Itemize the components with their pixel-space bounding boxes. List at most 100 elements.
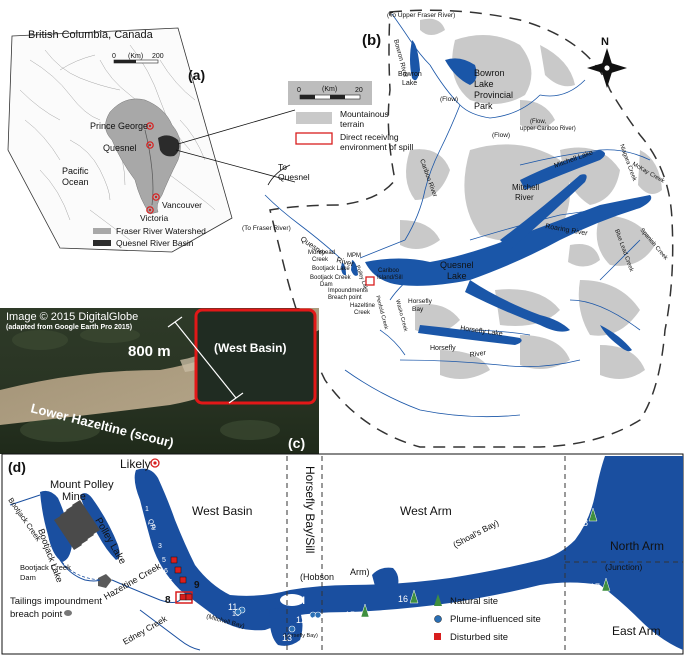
svg-text:7: 7 [168, 579, 172, 586]
quesnel-marker [146, 141, 154, 149]
panel-b-legend: 0 (Km) 20 Mountainous terrain Direct rec… [288, 81, 413, 152]
label-flow-3-l1: (Flow, [530, 119, 546, 125]
panel-b: 0 (Km) 20 Mountainous terrain Direct rec… [242, 9, 674, 448]
vancouver-marker [152, 193, 160, 201]
label-cariboo-island-l2: Island/Sill [377, 275, 403, 281]
label-bootjack-dam-l1: Bootjack Creek [310, 275, 352, 281]
pointer-line-lower [175, 149, 296, 183]
label-hazeltine-l1: Hazeltine [350, 303, 376, 309]
tailings-label-l1: Tailings impoundment [10, 596, 102, 607]
west-basin-box [194, 308, 317, 405]
label-cariboo-island-l1: Cariboo [378, 268, 400, 274]
legend-disturbed: Disturbed site [450, 632, 508, 643]
vancouver-label: Vancouver [162, 200, 202, 210]
svg-text:1: 1 [145, 506, 149, 513]
legend-label-basin: Quesnel River Basin [116, 238, 194, 248]
horsefly-sill-label: Horsefly Bay/Sill [303, 466, 317, 553]
quesnel-label: Quesnel [103, 143, 137, 153]
label-quesnel-lake-l2: Lake [447, 271, 467, 281]
legend-mountain-swatch [296, 112, 332, 124]
basin-boundary [269, 9, 674, 448]
north-arrow: N [587, 36, 627, 88]
panel-a-letter: (a) [188, 67, 205, 83]
label-park-l3: Provincial [474, 90, 513, 100]
label-park-l2: Lake [474, 79, 494, 89]
site-6: 6 [164, 566, 182, 575]
svg-text:8: 8 [165, 595, 171, 606]
panel-b-letter: (b) [362, 32, 381, 49]
legend-swatch-watershed [93, 228, 111, 234]
panel-a: British Columbia, Canada 0 (Km) 200 (a) … [7, 27, 296, 253]
bootjack-lake-shape [40, 490, 72, 562]
label-mitchell-river-l1: Mitchell [512, 183, 539, 192]
label-flow-2: (Flow) [492, 132, 510, 139]
north-arm-label: North Arm [610, 539, 664, 553]
label-bootjack-dam-l2: Dam [320, 282, 333, 288]
svg-text:13: 13 [282, 633, 292, 643]
label-bootjack-lake-b: Bootjack Lake [312, 266, 350, 272]
legend-spill-line2: environment of spill [340, 142, 413, 152]
qr-label: QR [146, 518, 156, 530]
disturbed-site-symbol [434, 633, 441, 640]
legend-spill-line1: Direct receiving [340, 132, 399, 142]
tailings-label-l2: breach point [10, 609, 63, 620]
label-hazeltine-l2: Creek [354, 310, 371, 316]
legend-mountain-line1: Mountainous [340, 109, 389, 119]
horsefly-bay-label-d: (Horsefly Bay) [283, 633, 318, 639]
svg-text:15: 15 [345, 610, 355, 620]
label-morehead-l2: Creek [312, 257, 329, 263]
distance-label: 800 m [128, 343, 171, 360]
label-morehead-l1: Morehead [308, 250, 335, 256]
label-bowron-lake-l1: Bowron [398, 71, 422, 78]
site-16: 16 [398, 589, 419, 604]
legend-label-watershed: Fraser River Watershed [116, 226, 206, 236]
scale-end-a: 200 [152, 53, 164, 60]
label-horsefly-bay-l2: Bay [412, 306, 424, 313]
mitchell-lake [520, 150, 605, 190]
arm-label: Arm) [350, 567, 370, 577]
svg-text:2: 2 [152, 525, 156, 532]
west-basin-label-d: West Basin [192, 504, 252, 518]
streams [264, 13, 651, 418]
label-flow-1: (Flow) [440, 96, 458, 103]
label-penfold: Penfold Creek [374, 295, 389, 330]
site-12: 12 [296, 611, 317, 625]
label-impoundment-l1: Impoundment [328, 288, 365, 294]
panel-d: Likely (d) Mount Polley Mine Polley Lake… [1, 453, 684, 655]
scour-path [0, 308, 319, 425]
label-impoundment-l2: Breach point [328, 295, 362, 301]
quesnel-basin [158, 135, 180, 157]
breach-point-symbol [64, 610, 72, 616]
scale-bar-a: 0 (Km) 200 [112, 53, 164, 64]
victoria-marker [146, 206, 154, 214]
label-park-l1: Bowron [474, 68, 505, 78]
label-upper-fraser: (To Upper Fraser River) [387, 12, 455, 19]
ocean-label-line2: Ocean [62, 177, 89, 187]
site-4: 4 [150, 555, 154, 562]
label-quesnel-lake-l1: Quesnel [440, 260, 474, 270]
site-17: 17 [590, 577, 611, 592]
site-18: 18 [578, 507, 598, 528]
svg-text:6: 6 [164, 568, 168, 575]
scale-unit-a: (Km) [128, 53, 143, 60]
likely-label: Likely [120, 457, 151, 471]
bowron-lake [410, 40, 420, 81]
panel-c-letter: (c) [288, 435, 305, 451]
junction-label: (Junction) [605, 562, 642, 572]
polley-lake-b [351, 260, 358, 276]
plume-site-symbol [434, 615, 442, 623]
site-7: 7 [168, 576, 187, 586]
label-horsefly-bay-l1: Horsefly [408, 298, 433, 305]
scale-end-b: 20 [355, 87, 363, 94]
site-1: 1 [145, 506, 149, 513]
label-bowron-lake-l2: Lake [402, 80, 417, 87]
west-basin-label-c: (West Basin) [214, 341, 286, 355]
to-quesnel-line2: Quesnel [278, 172, 310, 182]
prince-george-label: Prince George [90, 121, 148, 131]
label-wasko: Wasko Creek [394, 299, 408, 332]
horsefly-lake [418, 325, 522, 345]
panel-d-letter: (d) [8, 459, 26, 475]
mine-label-l2: Mine [62, 491, 86, 503]
site-11: 11 [228, 602, 242, 616]
natural-site-symbol [434, 594, 442, 606]
